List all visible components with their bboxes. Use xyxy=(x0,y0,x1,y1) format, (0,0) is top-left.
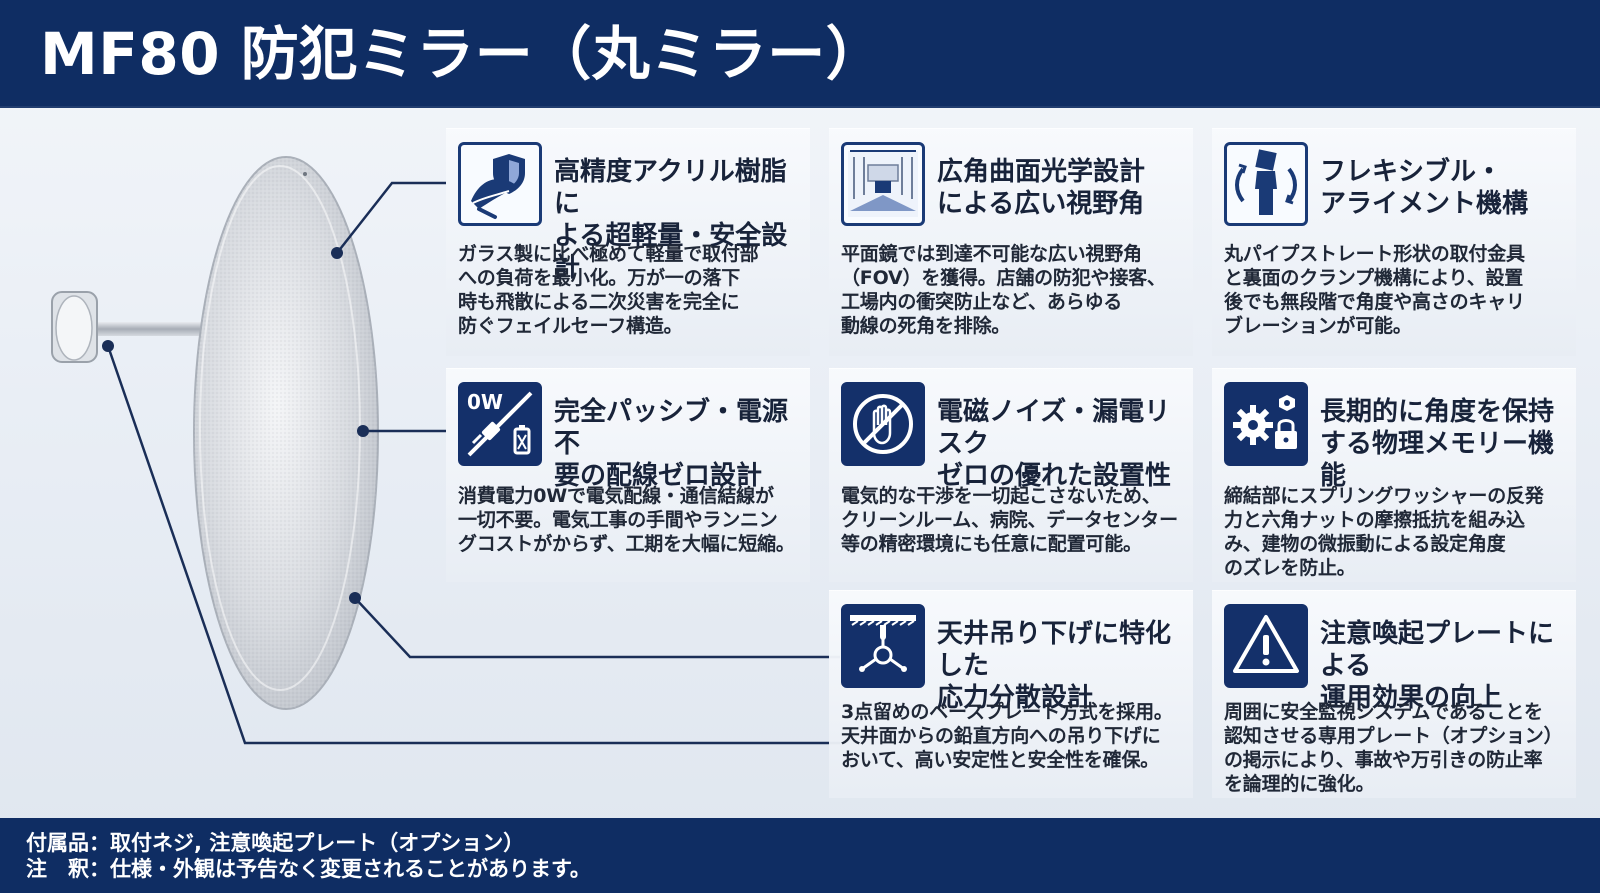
feature-card-lightweight: 高精度アクリル樹脂に よる超軽量・安全設計 ガラス製に比べ極めて軽量で取付部 へ… xyxy=(446,128,810,356)
ceiling-mount-icon xyxy=(841,604,925,688)
page-title: MF80 防犯ミラー（丸ミラー） xyxy=(40,20,885,88)
disclaimer-note: 注 釈：仕様・外観は予告なく変更されることがあります。 xyxy=(26,857,591,881)
feature-description: 消費電力0Wで電気配線・通信結線が 一切不要。電気工事の手間やランニン グコスト… xyxy=(458,485,795,555)
feature-title: 長期的に角度を保持 する物理メモリー機能 xyxy=(1320,397,1555,491)
feature-card-wide-angle: 広角曲面光学設計 による広い視野角 平面鏡では到達不可能な広い視野角 （FOV）… xyxy=(829,128,1193,356)
feature-title: フレキシブル・ アライメント機構 xyxy=(1320,157,1529,219)
zero-power-label: 0W xyxy=(467,390,503,414)
feature-title: 完全パッシブ・電源不 要の配線ゼロ設計 xyxy=(554,397,789,491)
round-mirror-image xyxy=(51,156,379,710)
feature-description: 平面鏡では到達不可能な広い視野角 （FOV）を獲得。店舗の防犯や接客、 工場内の… xyxy=(841,243,1166,337)
gear-lock-icon xyxy=(1224,382,1308,466)
accessories-note: 付属品：取付ネジ, 注意喚起プレート（オプション） xyxy=(26,831,525,855)
no-hand-icon xyxy=(841,382,925,466)
zero-power-icon: 0W xyxy=(458,382,542,466)
shield-feather-icon xyxy=(458,142,542,226)
feature-card-warning-plate: 注意喚起プレートによる 運用効果の向上 周囲に安全監視システムであることを 認知… xyxy=(1212,590,1576,798)
header-bar: MF80 防犯ミラー（丸ミラー） xyxy=(0,0,1600,108)
feature-title: 広角曲面光学設計 による広い視野角 xyxy=(937,157,1146,219)
feature-description: 3点留めのベースプレート方式を採用。 天井面からの鉛直方向への吊り下げに おいて… xyxy=(841,701,1173,771)
footer-bar: 付属品：取付ネジ, 注意喚起プレート（オプション） 注 釈：仕様・外観は予告なく… xyxy=(0,818,1600,893)
feature-card-ceiling-mount: 天井吊り下げに特化した 応力分散設計 3点留めのベースプレート方式を採用。 天井… xyxy=(829,590,1193,798)
feature-description: 締結部にスプリングワッシャーの反発 力と六角ナットの摩擦抵抗を組み込 み、建物の… xyxy=(1224,485,1544,579)
feature-description: ガラス製に比べ極めて軽量で取付部 への負荷を最小化。万が一の落下 時も飛散による… xyxy=(458,243,759,337)
feature-title: 注意喚起プレートによる 運用効果の向上 xyxy=(1320,619,1555,713)
mirror-rod xyxy=(90,322,215,336)
feature-card-passive: 0W 完全パッシブ・電源不 要の配線ゼロ設計 消費電力0Wで電気配線・通信結線が… xyxy=(446,368,810,582)
feature-description: 電気的な干渉を一切起こさないため、 クリーンルーム、病院、データセンター 等の精… xyxy=(841,485,1178,555)
feature-description: 丸パイプストレート形状の取付金具 と裏面のクランプ機構により、設置 後でも無段階… xyxy=(1224,243,1525,337)
feature-title: 天井吊り下げに特化した 応力分散設計 xyxy=(937,619,1172,713)
feature-title: 高精度アクリル樹脂に よる超軽量・安全設計 xyxy=(554,157,788,283)
feature-card-angle-memory: 長期的に角度を保持 する物理メモリー機能 締結部にスプリングワッシャーの反発 力… xyxy=(1212,368,1576,582)
feature-description: 周囲に安全監視システムであることを 認知させる専用プレート（オプション） の掲示… xyxy=(1224,701,1563,795)
wide-view-icon xyxy=(841,142,925,226)
feature-card-no-interference: 電磁ノイズ・漏電リスク ゼロの優れた設置性 電気的な干渉を一切起こさないため、 … xyxy=(829,368,1193,582)
rotate-clamp-icon xyxy=(1224,142,1308,226)
warning-icon xyxy=(1224,604,1308,688)
mirror-illustration xyxy=(0,108,447,818)
feature-card-flexible-alignment: フレキシブル・ アライメント機構 丸パイプストレート形状の取付金具 と裏面のクラ… xyxy=(1212,128,1576,356)
feature-title: 電磁ノイズ・漏電リスク ゼロの優れた設置性 xyxy=(937,397,1172,491)
feature-grid: 高精度アクリル樹脂に よる超軽量・安全設計 ガラス製に比べ極めて軽量で取付部 へ… xyxy=(446,128,1600,818)
